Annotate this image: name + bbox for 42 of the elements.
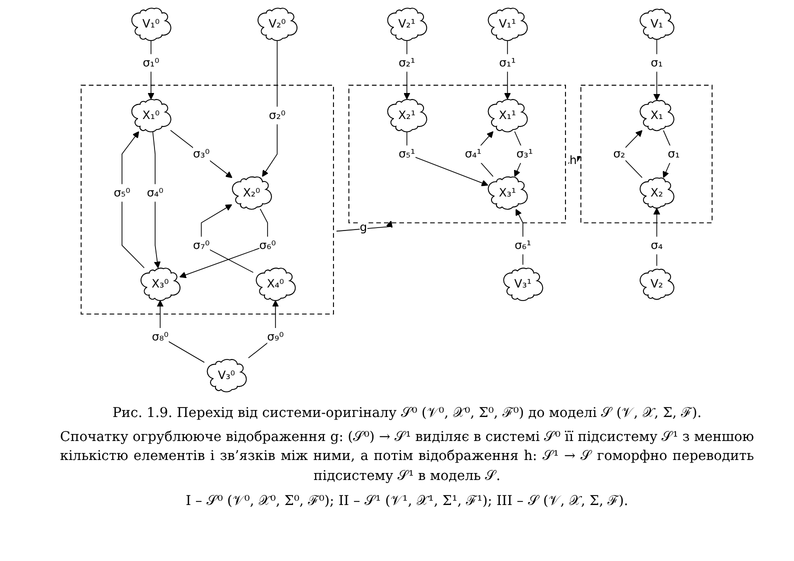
edge-label: σ₂⁰: [269, 108, 286, 122]
arrow: [201, 204, 254, 273]
arrow: [654, 38, 661, 101]
edge-label: σ₄⁰: [147, 186, 164, 200]
edge-label: σ₂: [614, 146, 626, 161]
arrow: [122, 131, 145, 268]
formula-text: I – 𝒮⁰ (𝒱⁰, 𝒳⁰, Σ⁰, ℱ⁰); II – 𝒮¹ (𝒱¹, 𝒳¹, Σ¹, ℱ¹); III – 𝒮 (𝒱, 𝒳, Σ, ℱ).: [184, 492, 630, 512]
edge-label: σ₁: [651, 56, 664, 70]
edge-label: g: [360, 220, 368, 234]
arrow: [262, 40, 278, 177]
edge-label: σ₃¹: [516, 146, 534, 161]
edge-label: σ₄¹: [465, 146, 482, 161]
arrow: [148, 40, 155, 100]
edge-label: σ₇⁰: [193, 238, 210, 252]
cluster: [580, 84, 713, 224]
arrow: [336, 220, 393, 232]
arrow: [152, 131, 161, 268]
arrow: [504, 40, 512, 100]
arrow: [170, 130, 233, 178]
edge-label: σ₈⁰: [152, 329, 169, 344]
edge-label: σ₁: [668, 146, 680, 161]
arrow: [180, 208, 268, 278]
edge-label: σ₁¹: [500, 56, 516, 70]
caption-text: Рис. 1.9. Перехід від системи-оригіналу 𝒮⁰ (𝒱⁰, 𝒳⁰, Σ⁰, ℱ⁰) до моделі 𝒮 (𝒱, 𝒳, Σ, ℱ).: [111, 404, 703, 423]
edge-label: σ₅⁰: [114, 186, 131, 200]
edge-label: σ₂¹: [398, 56, 416, 70]
description-text: Спочатку огрублююче відображення g: (𝒮⁰) → 𝒮¹ виділяє в системі 𝒮⁰ її підсистему 𝒮¹ з меншою кількістю елементів і зв’язків між ними, а потім відображення h: 𝒮¹ → 𝒮 гоморфно переводить підсистему 𝒮¹ в модель 𝒮.: [60, 428, 754, 486]
edge-label: σ₆⁰: [260, 238, 276, 252]
arrow: [654, 208, 661, 266]
arrow: [406, 131, 489, 186]
arrow: [404, 40, 411, 100]
edge-label: σ₄: [651, 238, 664, 252]
cluster: [81, 84, 334, 315]
edge-label: σ₃⁰: [193, 146, 210, 161]
arrow: [157, 300, 206, 363]
edge-label: σ₅¹: [398, 146, 416, 161]
edge-label: h: [570, 153, 578, 168]
edge-label: σ₆¹: [514, 238, 532, 252]
edge-label: σ₁⁰: [143, 56, 160, 70]
edge-label: σ₉⁰: [268, 329, 284, 344]
cluster: [348, 84, 566, 224]
arrow: [516, 208, 524, 266]
